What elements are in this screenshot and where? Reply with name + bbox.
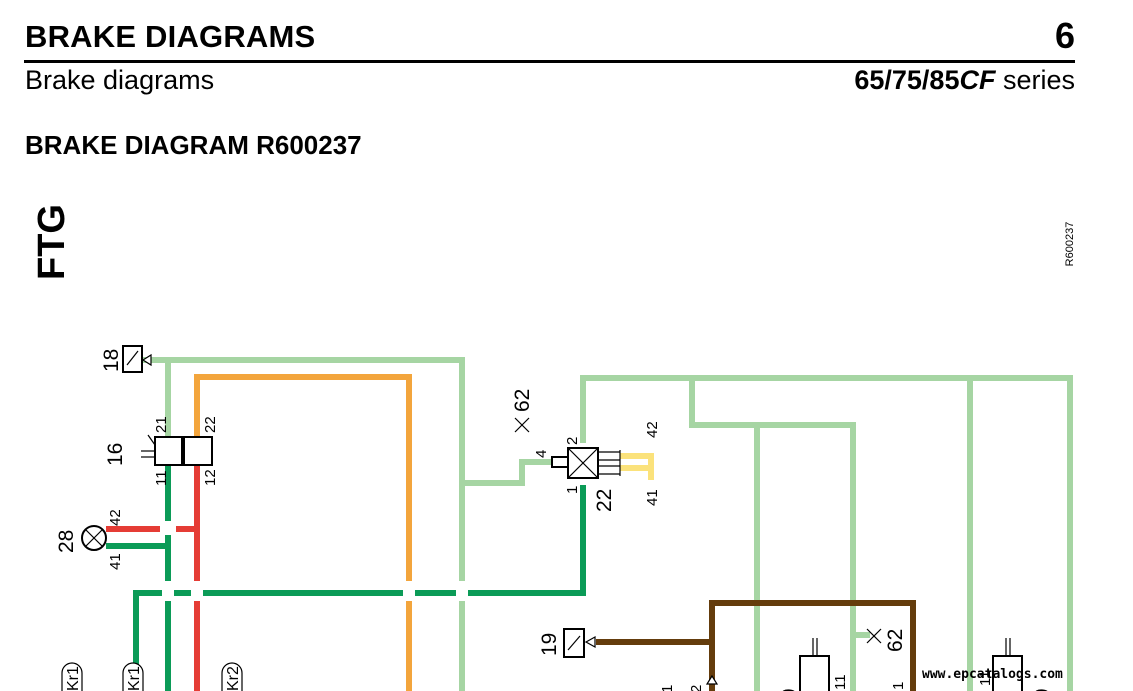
watermark: www.epcatalogs.com — [922, 667, 1063, 682]
reservoir-kr2: Kr2 — [221, 662, 243, 691]
port-2-bottom: 2 — [688, 685, 705, 691]
pipe-lg-valve-2 — [580, 375, 1073, 691]
port-62-right: 62 — [884, 629, 907, 652]
port-arrow-2 — [705, 674, 719, 685]
port-22-left: 22 — [202, 416, 219, 433]
port-42-yellow: 42 — [644, 421, 661, 438]
port-21: 21 — [153, 416, 170, 433]
label-19: 19 — [538, 633, 561, 656]
port-1-bottom: 1 — [659, 685, 676, 691]
chamber-9b-symbol — [992, 638, 1023, 691]
label-9: 9 — [778, 688, 801, 691]
reservoir-kr1-left-label: Kr1 — [65, 666, 82, 691]
crossing-gap-lg — [456, 581, 468, 601]
crossing-gap-orange — [403, 581, 415, 601]
port-4-valve: 4 — [533, 450, 550, 458]
crossing-gap-red — [191, 581, 203, 601]
series-label: 65/75/85CF series — [854, 65, 1075, 96]
crossing-gap-dg — [162, 581, 174, 601]
pipe-dg-valve — [133, 485, 586, 691]
label-18: 18 — [100, 349, 123, 372]
port-11-left: 11 — [153, 470, 170, 486]
pipe-lg-top — [143, 357, 465, 691]
pipe-lg-branch — [689, 378, 856, 691]
page-title: BRAKE DIAGRAMS — [25, 19, 316, 54]
chapter-number: 6 — [1054, 15, 1075, 56]
valve-22-symbol — [551, 447, 621, 479]
label-9b: 9 — [1031, 688, 1054, 691]
pipe-lg-valve-4 — [462, 459, 552, 486]
sensor-19-symbol — [563, 628, 596, 658]
section-title: BRAKE DIAGRAM R600237 — [25, 130, 362, 160]
cross-marker-top — [514, 417, 530, 433]
pipe-yellow-42 — [620, 453, 654, 480]
series-cf: CF — [959, 65, 996, 95]
light-green-pipes — [143, 357, 1073, 691]
label-16: 16 — [104, 443, 127, 466]
port-2-valve: 2 — [564, 437, 581, 445]
pipe-brown-loop — [709, 600, 916, 691]
reservoir-kr1-label: Kr1 — [126, 666, 143, 691]
reservoir-kr2-label: Kr2 — [225, 666, 242, 691]
label-28: 28 — [55, 530, 78, 553]
series-word: series — [995, 65, 1075, 95]
crossing-gap-red-lamp — [160, 521, 176, 535]
reservoir-kr1: Kr1 — [122, 662, 144, 691]
valve-16-symbol — [141, 434, 213, 466]
chamber-9-symbol — [799, 638, 830, 691]
cross-marker-right — [866, 628, 882, 644]
port-11-right: 11 — [832, 674, 849, 690]
port-42-lamp: 42 — [107, 509, 124, 526]
port-12-left: 12 — [202, 469, 219, 486]
header-rule — [24, 60, 1075, 63]
warning-lamp-28-symbol — [81, 525, 107, 551]
port-41-lamp: 41 — [107, 553, 124, 570]
sensor-18-symbol — [122, 345, 152, 373]
port-22-valve: 22 — [593, 489, 616, 512]
port-62-top: 62 — [511, 389, 534, 412]
reservoir-kr1-left: Kr1 — [61, 662, 83, 691]
pipe-orange — [194, 374, 412, 691]
port-1-right: 1 — [890, 682, 907, 690]
series-models: 65/75/85 — [854, 65, 960, 95]
page-subtitle: Brake diagrams — [25, 65, 215, 95]
port-41-yellow: 41 — [644, 489, 661, 506]
dark-green-pipes — [106, 465, 586, 691]
port-1-valve: 1 — [564, 486, 581, 494]
port-11-far: 11 — [977, 670, 994, 686]
